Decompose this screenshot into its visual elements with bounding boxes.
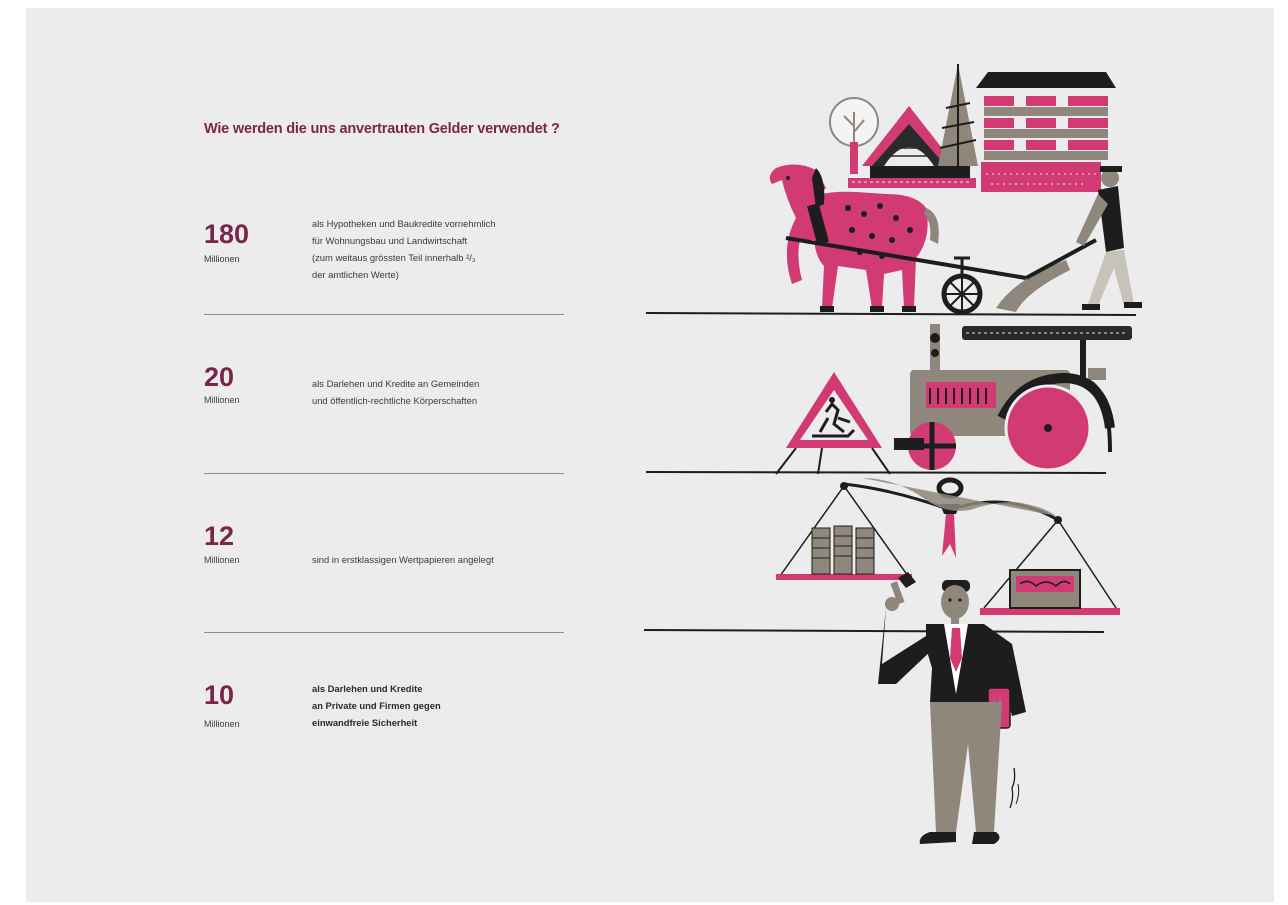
description-line: einwandfreie Sicherheit [312, 717, 418, 728]
house-and-village-illustration [829, 64, 1116, 192]
entry-description: als Hypotheken und Baukredite vornehmlic… [312, 215, 495, 283]
ground-line [645, 471, 1107, 474]
road-roller-illustration [894, 324, 1132, 472]
entry-unit: Millionen [204, 254, 240, 264]
entry-amount: 180 [204, 219, 250, 249]
entry-description: als Darlehen und Kredite an Gemeinden un… [312, 375, 479, 409]
description-line: (zum weitaus grössten Teil innerhalb ²/₃ [312, 252, 476, 263]
description-line: als Darlehen und Kredite [312, 683, 423, 694]
entry-amount: 20 [204, 362, 235, 392]
ground-line [643, 629, 1105, 633]
divider-line [204, 314, 564, 315]
description-line: als Hypotheken und Baukredite vornehmlic… [312, 218, 496, 229]
brochure-page: Wie werden die uns anvertrauten Gelder v… [26, 8, 1274, 902]
entry-description: sind in erstklassigen Wertpapieren angel… [312, 551, 494, 568]
entry-amount: 12 [204, 521, 235, 551]
divider-line [204, 632, 564, 633]
description-line: als Darlehen und Kredite an Gemeinden [312, 378, 480, 389]
description-line: an Private und Firmen gegen [312, 700, 441, 711]
divider-line [204, 473, 564, 474]
description-line: und öffentlich-rechtliche Körperschaften [312, 395, 478, 406]
description-line: für Wohnungsbau und Landwirtschaft [312, 235, 468, 246]
balance-scale-illustration [776, 477, 1120, 615]
entry-description: als Darlehen und Kredite an Private und … [312, 680, 441, 731]
ground-line [645, 312, 1137, 316]
description-line: sind in erstklassigen Wertpapieren angel… [312, 554, 494, 565]
businessman-illustration [878, 572, 1026, 844]
entry-unit: Millionen [204, 719, 240, 729]
illustration-column [643, 64, 1142, 844]
entry-unit: Millionen [204, 555, 240, 565]
page-title: Wie werden die uns anvertrauten Gelder v… [204, 121, 560, 137]
road-works-sign-illustration [775, 372, 891, 475]
horse-plough-illustration [769, 164, 1142, 315]
entry-unit: Millionen [204, 395, 240, 405]
description-line: der amtlichen Werte) [312, 269, 399, 280]
entry-amount: 10 [204, 680, 235, 710]
